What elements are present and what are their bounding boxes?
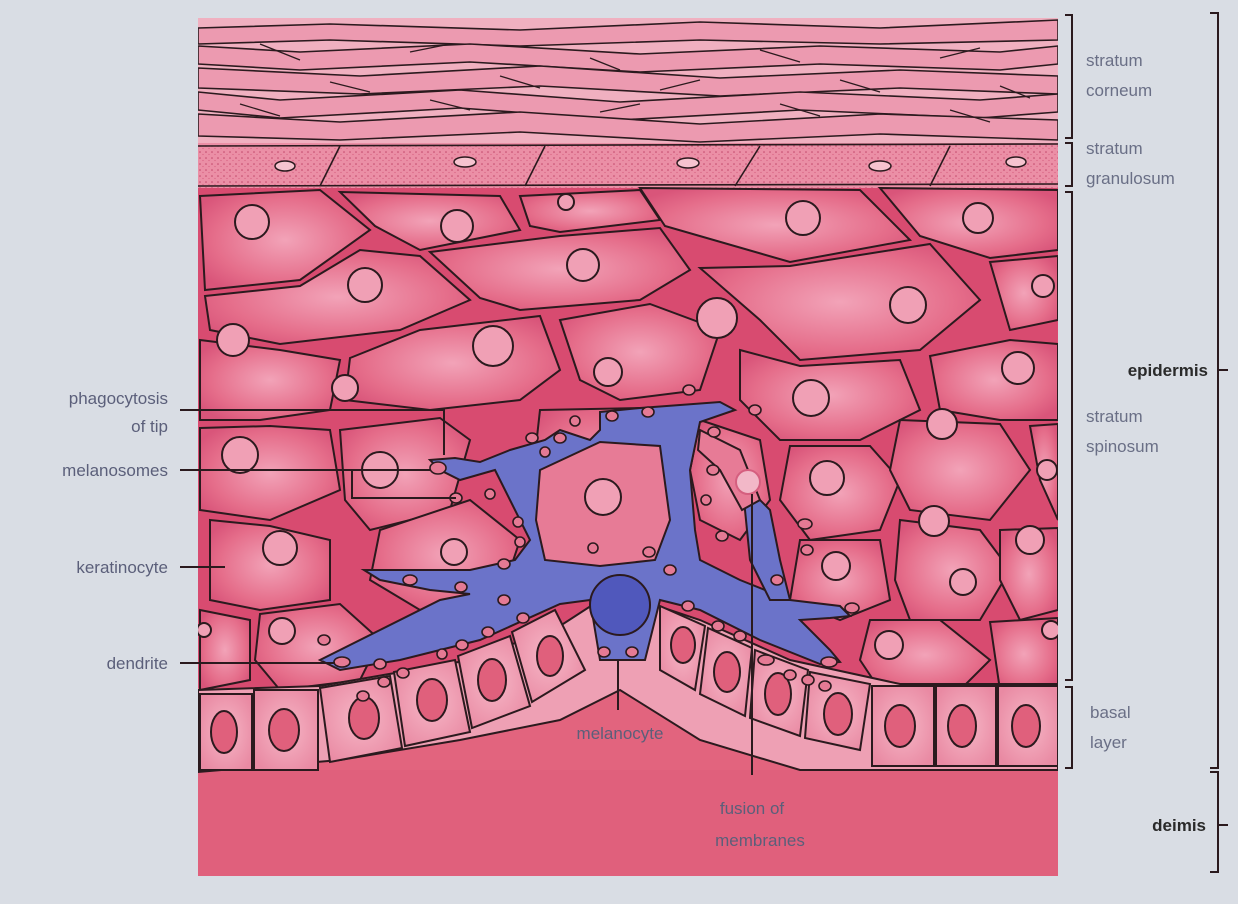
dermis-region [198,770,1058,876]
melanocyte-label: melanocyte [577,724,664,743]
stratum-corneum-label-1: stratum [1086,51,1143,70]
dermis-label: deimis [1152,816,1206,835]
stratum-granulosum-label-2: granulosum [1086,169,1175,188]
phagocytosis-label-1: phagocytosis [69,389,168,408]
melanosomes-label: melanosomes [62,461,168,480]
dendrite-label: dendrite [107,654,168,673]
layer-labels: stratum corneum stratum granulosum strat… [1086,51,1208,835]
basal-layer-label-1: basal [1090,703,1131,722]
epidermis-label: epidermis [1128,361,1208,380]
stratum-granulosum-label-1: stratum [1086,139,1143,158]
fusion-label-1: fusion of [720,799,785,818]
phagocytosis-label-2: of tip [131,417,168,436]
stratum-granulosum-region [198,143,1058,188]
keratinocyte-label: keratinocyte [76,558,168,577]
basal-layer-label-2: layer [1090,733,1127,752]
stratum-corneum-label-2: corneum [1086,81,1152,100]
stratum-spinosum-label-1: stratum [1086,407,1143,426]
stratum-spinosum-label-2: spinosum [1086,437,1159,456]
stratum-corneum-region [198,18,1058,143]
fusion-label-2: membranes [715,831,805,850]
